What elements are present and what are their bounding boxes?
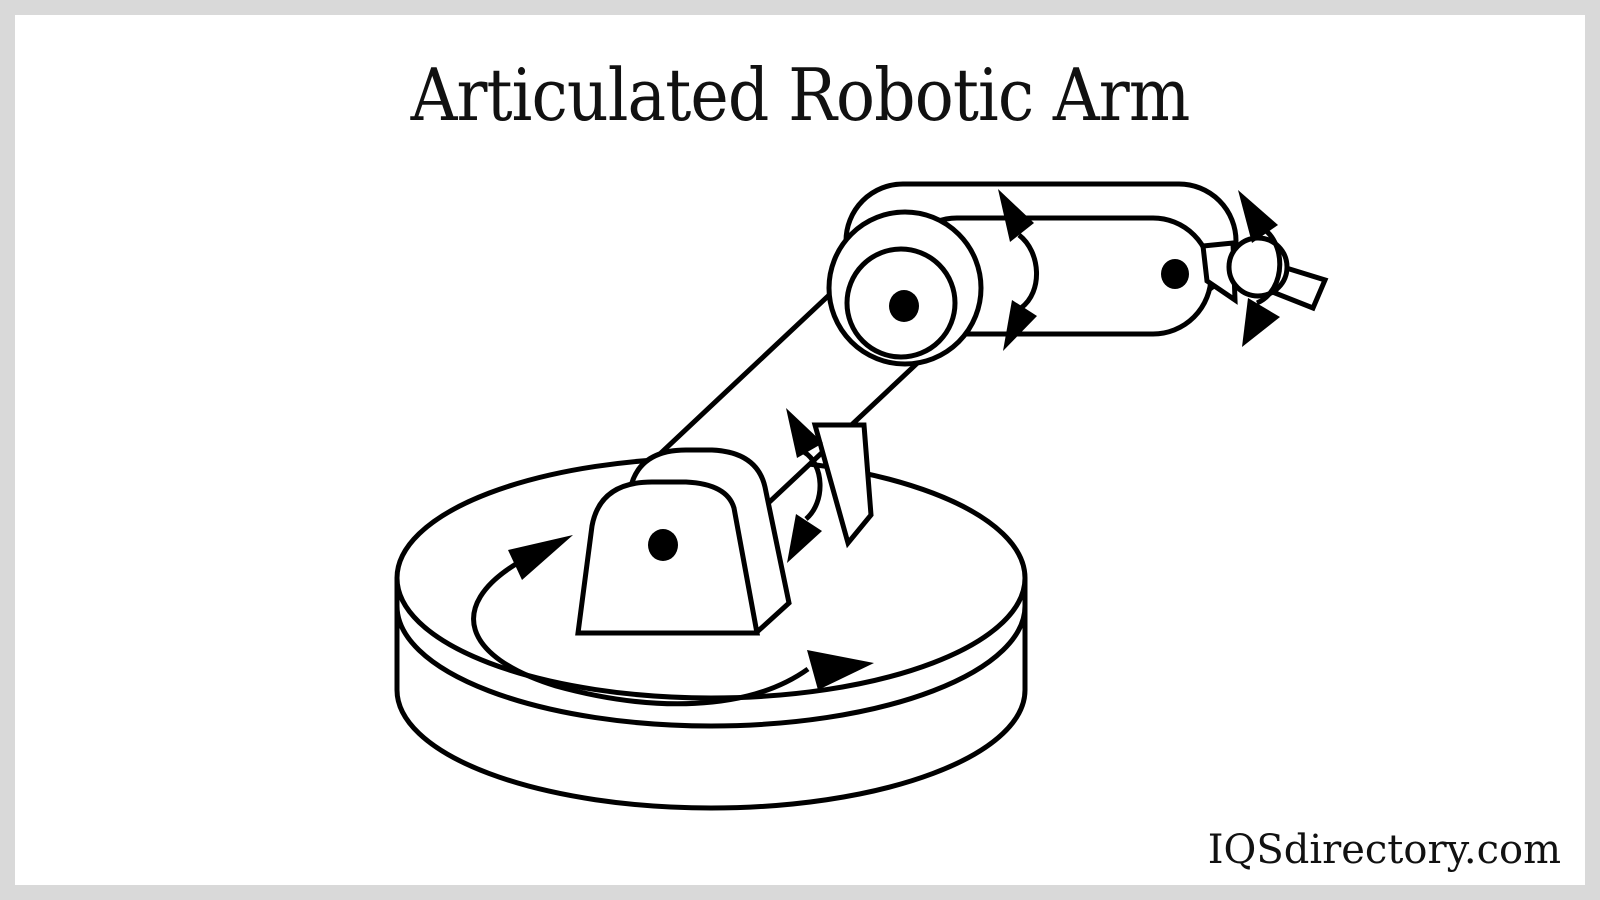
elbow-arrow-head-up (998, 189, 1034, 242)
shoulder-bracket (811, 422, 874, 549)
wrist-rotation-arrow (1238, 190, 1283, 347)
wrist-assembly (1161, 235, 1329, 312)
wrist-joint-dot (1161, 259, 1189, 289)
elbow-joint (826, 209, 984, 367)
shoulder-rotation-arc (802, 449, 823, 521)
page-title: Articulated Robotic Arm (410, 53, 1191, 137)
shoulder-arrow-head-down (787, 514, 822, 563)
base-arrow-head-right (807, 650, 874, 690)
base-arrow-head-left (508, 535, 573, 580)
elbow-rotation-arc (1017, 233, 1039, 311)
wrist-arrow-head-down (1242, 298, 1280, 347)
shoulder-arrow-head-up (786, 408, 823, 458)
wrist-arrow-head-up (1238, 190, 1278, 243)
wrist-connector (1200, 240, 1238, 305)
base-rotation-arrow (471, 535, 874, 707)
shoulder-rotation-arrow (786, 408, 823, 563)
watermark: IQSdirectory.com (1207, 827, 1561, 873)
elbow-arrow-head-down (1003, 300, 1037, 351)
elbow-joint-dot (889, 290, 919, 322)
drawing-canvas: Articulated Robotic Arm (15, 15, 1585, 885)
shoulder-joint-dot (648, 529, 678, 561)
base-rotation-arc (471, 561, 810, 707)
base-rim-line (394, 605, 1028, 729)
elbow-rotation-arrow (998, 189, 1039, 351)
shoulder-mount (575, 447, 792, 636)
